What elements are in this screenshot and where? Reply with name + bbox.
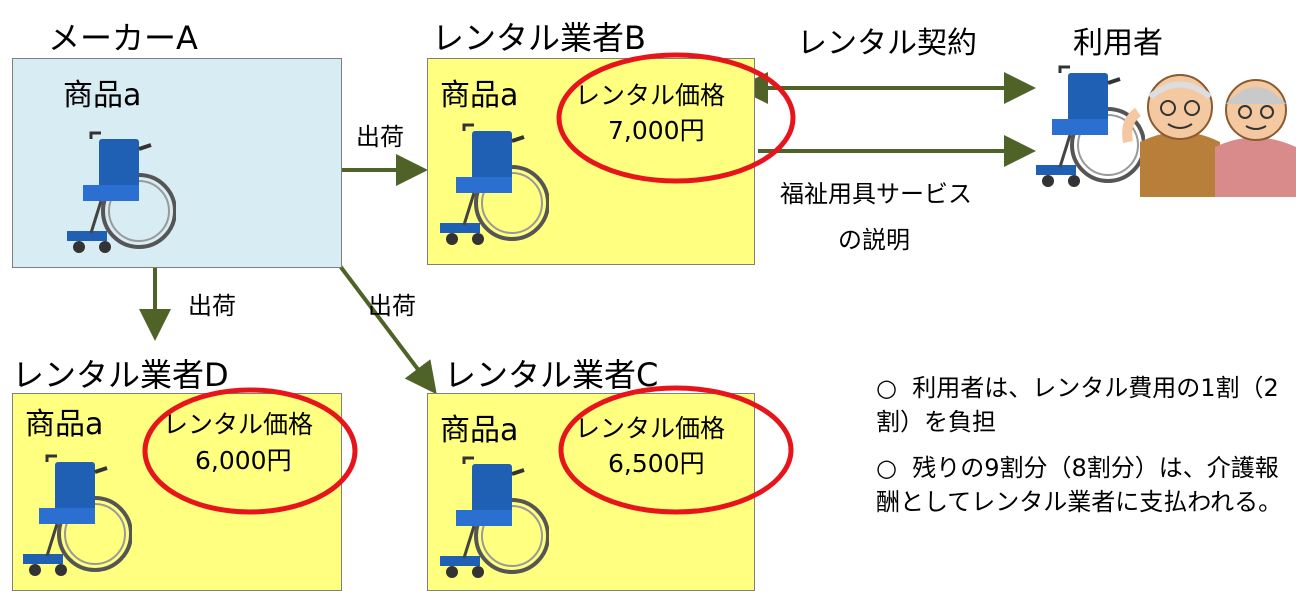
vendor-b-price: 7,000円 <box>608 116 705 145</box>
vendor-d-box: 商品a レンタル価格 6,000円 <box>12 393 342 591</box>
wheelchair-icon <box>440 456 549 578</box>
vendor-d-price-label: レンタル価格 <box>163 410 314 439</box>
note-2-marker: ○ <box>876 454 897 482</box>
wheelchair-icon <box>23 454 132 576</box>
wheelchair-icon <box>440 123 549 245</box>
vendor-c-product: 商品a <box>440 413 519 448</box>
maker-title: メーカーA <box>48 19 198 57</box>
vendor-c-price: 6,500円 <box>608 449 705 478</box>
elderly-couple-icon <box>1122 74 1296 197</box>
vendor-c-title: レンタル業者C <box>444 356 659 394</box>
vendor-c-price-label: レンタル価格 <box>575 414 726 443</box>
ship-arrow-to-c <box>335 260 437 395</box>
vendor-b-product: 商品a <box>440 78 519 113</box>
maker-product: 商品a <box>63 78 142 113</box>
service-explanation-line2: の説明 <box>838 226 910 254</box>
shipment-label-d: 出荷 <box>188 292 236 320</box>
vendor-b-price-label: レンタル価格 <box>575 81 726 110</box>
vendor-d-title: レンタル業者D <box>12 356 229 394</box>
vendor-d-product: 商品a <box>25 407 104 442</box>
wheelchair-icon <box>67 131 176 253</box>
note-1-text: 利用者は、レンタル費用の1割（2割）を負担 <box>876 374 1279 436</box>
vendor-b-title: レンタル業者B <box>432 19 646 57</box>
vendor-b-box: 商品a レンタル価格 7,000円 <box>427 58 755 265</box>
note-1-marker: ○ <box>876 374 897 402</box>
maker-box: 商品a <box>12 58 342 268</box>
vendor-c-box: 商品a レンタル価格 6,500円 <box>427 393 755 591</box>
shipment-label-c: 出荷 <box>368 292 416 320</box>
note-2-text: 残りの9割分（8割分）は、介護報酬としてレンタル業者に支払われる。 <box>876 454 1283 516</box>
contract-label: レンタル契約 <box>797 26 977 61</box>
note-1: ○ 利用者は、レンタル費用の1割（2割）を負担 <box>876 371 1292 439</box>
note-2: ○ 残りの9割分（8割分）は、介護報酬としてレンタル業者に支払われる。 <box>876 451 1292 519</box>
shipment-label-b: 出荷 <box>356 123 404 151</box>
user-label: 利用者 <box>1073 26 1163 61</box>
vendor-d-price: 6,000円 <box>195 446 292 475</box>
service-explanation-line1: 福祉用具サービス <box>780 180 972 208</box>
